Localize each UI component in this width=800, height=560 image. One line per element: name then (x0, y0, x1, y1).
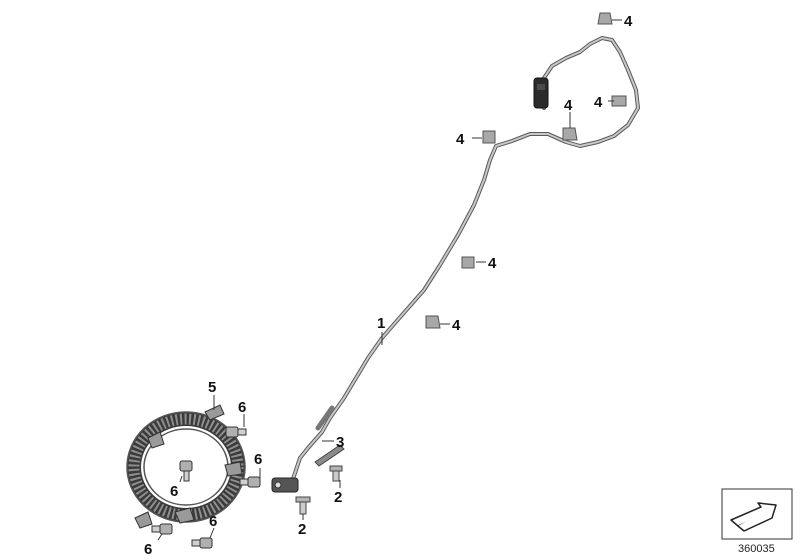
screw-6d (191, 537, 213, 549)
screw-6c (239, 476, 261, 488)
callout-2a: 2 (298, 521, 306, 538)
screw-6b (179, 460, 193, 482)
callout-3: 3 (336, 434, 344, 451)
callout-6b: 6 (170, 483, 178, 500)
callout-5: 5 (208, 379, 216, 396)
sensor-ring (126, 404, 246, 529)
screws-6 (151, 426, 261, 549)
callout-4b: 4 (594, 94, 603, 111)
cable-clips (425, 12, 627, 329)
callout-4d: 4 (456, 131, 465, 148)
callout-6c: 6 (254, 451, 262, 468)
clip-4d (482, 130, 496, 144)
sensor-head (271, 477, 299, 493)
callout-6d: 6 (209, 513, 217, 530)
clip-4a (597, 12, 613, 25)
callout-1: 1 (377, 315, 385, 332)
callout-6a: 6 (238, 399, 246, 416)
callout-4f: 4 (452, 317, 461, 334)
leader-lines (157, 19, 622, 541)
callout-4e: 4 (488, 255, 497, 272)
direction-arrow-icon (730, 502, 777, 532)
clip-4f (425, 315, 441, 329)
clip-4b (611, 95, 627, 107)
callout-labels: 4 4 4 4 4 4 1 3 2 2 5 6 6 6 6 6 (144, 13, 633, 558)
screws-2 (295, 465, 343, 515)
bracket-part (314, 444, 345, 467)
callout-4a: 4 (624, 13, 633, 30)
sensor-cable (290, 36, 640, 484)
diagram-number: 360035 (738, 543, 775, 555)
clip-4c (562, 127, 578, 141)
screw-6e (151, 523, 173, 535)
callout-4c: 4 (564, 97, 573, 114)
clip-4e (461, 256, 475, 269)
callout-6e: 6 (144, 541, 152, 558)
callout-2b: 2 (334, 489, 342, 506)
reference-box: 360035 (721, 488, 793, 555)
screw-6a (225, 426, 247, 438)
